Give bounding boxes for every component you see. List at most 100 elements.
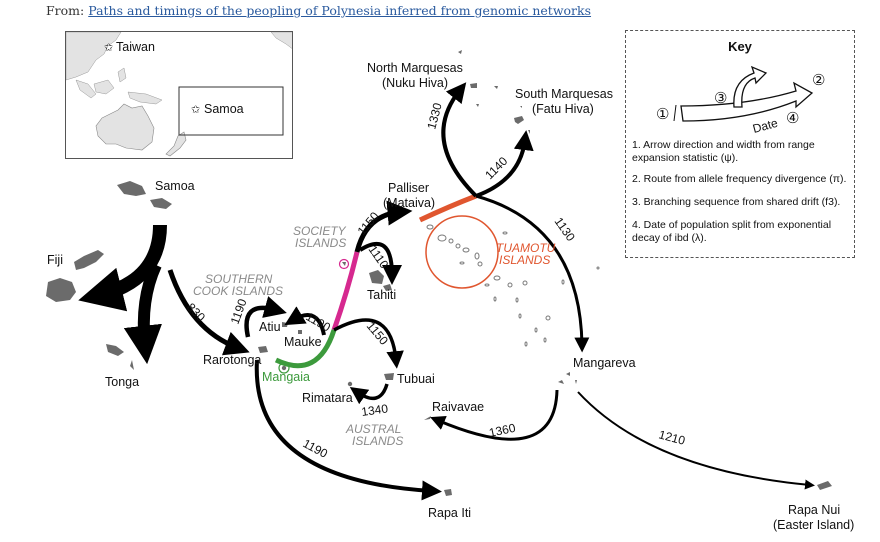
islands-layer (46, 50, 832, 496)
tuamotu-atolls (426, 224, 600, 347)
tuamotu-route-segment (418, 193, 477, 223)
label-tubuai: Tubuai (397, 372, 435, 386)
key-branch-arrow (733, 65, 768, 108)
rapa-iti-land (444, 489, 452, 496)
route-samoa-rarotonga (167, 269, 250, 356)
route-rarotonga-atiu (244, 296, 287, 338)
region-austral: AUSTRAL (345, 422, 401, 436)
date-label-tahiti: 1110 (366, 243, 392, 272)
date-label-mauke: 1190 (304, 309, 334, 334)
key-item-4: 4. Date of population split from exponen… (632, 219, 832, 244)
from-prefix: From: (46, 3, 85, 18)
region-tuamotu: TUAMOTU (496, 241, 556, 255)
region-southern-cook-sub: COOK ISLANDS (193, 284, 283, 298)
americas-landmass (270, 32, 292, 49)
key-width-bracket (673, 104, 677, 122)
route-samoa-tonga (123, 262, 162, 365)
label-rimatara: Rimatara (302, 391, 353, 405)
fiji-land-north (74, 250, 104, 270)
society-origin-marker (338, 258, 350, 270)
label-rarotonga: Rarotonga (203, 353, 261, 367)
label-mangaia: Mangaia (262, 370, 310, 384)
rarotonga-land (258, 346, 268, 353)
route-samoa-fiji (78, 224, 167, 312)
southeast-asia-landmass (75, 67, 127, 99)
key-legend: Key ① ② ③ Date ④ 1. Arrow direction and … (625, 30, 855, 258)
key-item-3: 3. Branching sequence from shared drift … (632, 196, 841, 208)
atiu-land (282, 322, 288, 327)
inset-map-svg: ✩ Taiwan ✩ Samoa (66, 32, 292, 157)
inset-locator-map: ✩ Taiwan ✩ Samoa (65, 31, 293, 159)
key-marker-1: ① (656, 106, 669, 123)
samoa-star-icon: ✩ (191, 104, 200, 116)
tuamotu-region-circle (425, 215, 499, 289)
label-raivavae: Raivavae (432, 400, 484, 414)
label-north-marquesas: North Marquesas (367, 61, 463, 75)
route-to-mauke (284, 306, 326, 336)
key-main-arrow (680, 81, 814, 122)
region-society: SOCIETY (293, 224, 347, 238)
label-tonga: Tonga (105, 375, 139, 389)
label-fiji: Fiji (47, 253, 63, 267)
region-southern-cook: SOUTHERN (205, 272, 273, 286)
label-south-marquesas-sub: (Fatu Hiva) (532, 102, 594, 116)
article-link[interactable]: Paths and timings of the peopling of Pol… (88, 3, 592, 18)
rapa-nui-land (817, 481, 832, 490)
routes-layer (78, 82, 815, 501)
mauke-land (298, 330, 302, 334)
mangaia-land (281, 365, 287, 371)
date-label-raivavae: 1360 (488, 421, 517, 440)
label-mangareva: Mangareva (573, 356, 636, 370)
date-label-rimatara: 1340 (360, 401, 389, 419)
date-label-tubuai: 1150 (364, 319, 392, 348)
region-society-sub: ISLANDS (295, 236, 346, 250)
label-tahiti: Tahiti (367, 288, 396, 302)
raivavae-land (424, 416, 431, 420)
label-samoa: Samoa (155, 179, 195, 193)
date-label-north-marquesas: 1330 (424, 101, 445, 131)
key-diagram: ① ② ③ Date ④ (656, 65, 825, 136)
tahiti-land (369, 270, 392, 291)
key-date-label: Date (751, 116, 779, 136)
asia-landmass (66, 32, 122, 81)
polynesia-extent-box (178, 86, 284, 136)
taiwan-star-icon: ✩ (104, 42, 113, 54)
label-mauke: Mauke (284, 335, 322, 349)
route-mangareva-raivavae (430, 389, 559, 441)
rimatara-land (347, 381, 353, 387)
label-palliser: Palliser (388, 181, 429, 195)
mangareva-land (558, 372, 577, 384)
inset-label-taiwan: Taiwan (116, 40, 155, 54)
label-rapa-nui-sub: (Easter Island) (773, 518, 854, 532)
samoa-land (117, 181, 172, 209)
label-atiu: Atiu (259, 320, 281, 334)
key-marker-3: ③ (714, 90, 727, 107)
key-marker-4: ④ (786, 110, 799, 127)
tonga-land (106, 344, 134, 370)
new-zealand-landmass (165, 131, 187, 157)
route-society-palliser (354, 200, 413, 253)
key-marker-2: ② (812, 72, 825, 89)
route-rarotonga-rapa-iti (254, 359, 442, 501)
key-item-2: 2. Route from allele frequency divergenc… (632, 173, 847, 185)
key-title: Key (728, 39, 752, 54)
route-society-tahiti (358, 241, 402, 285)
label-rapa-iti: Rapa Iti (428, 506, 471, 520)
date-label-mangareva: 1130 (552, 215, 578, 244)
tubuai-land (384, 373, 394, 380)
label-south-marquesas: South Marquesas (515, 87, 613, 101)
key-item-1: 1. Arrow direction and width from range … (632, 139, 815, 164)
route-tuamotu-north-marquesas (441, 82, 478, 198)
fiji-land-main (46, 278, 76, 302)
label-north-marquesas-sub: (Nuku Hiva) (382, 76, 448, 90)
route-tuamotu-mangareva (475, 194, 590, 353)
date-label-rapa-nui: 1210 (657, 427, 687, 448)
route-tubuai-rimatara (349, 383, 389, 405)
australia-landmass (95, 103, 155, 151)
date-label-palliser: 1150 (355, 209, 383, 238)
route-tuamotu-south-marquesas (475, 130, 534, 198)
mangaia-origin-marker (278, 362, 290, 374)
label-palliser-sub: (Mataiva) (383, 196, 435, 210)
label-rapa-nui: Rapa Nui (788, 503, 840, 517)
